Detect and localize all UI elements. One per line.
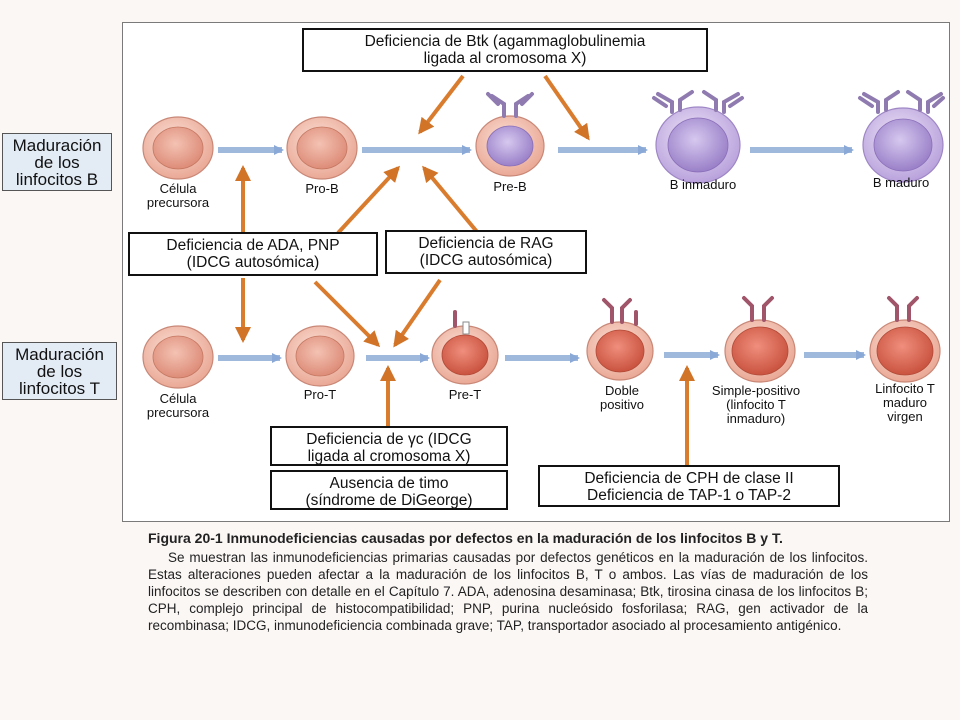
side-label-t-line2: de los xyxy=(36,362,83,381)
t-pathway-arrows xyxy=(218,350,866,363)
label-pre-b: Pre-B xyxy=(493,180,526,194)
box-rag-deficiency: Deficiencia de RAG (IDCG autosómica) xyxy=(385,230,587,274)
side-label-b-line1: Maduración xyxy=(12,136,102,155)
label-b-precursora-line1: Célula xyxy=(159,181,197,196)
label-b-precursora: Célula precursora xyxy=(147,182,209,210)
b-maduro-igm-igd-icon xyxy=(858,90,945,114)
label-b-maduro-line1: B maduro xyxy=(872,175,930,190)
label-t-precursora: Célula precursora xyxy=(147,392,209,420)
box-cph-line2: Deficiencia de TAP-1 o TAP-2 xyxy=(587,487,791,504)
figure-caption: Figura 20-1 Inmunodeficiencias causadas … xyxy=(148,530,868,634)
side-label-t-line1: Maduración xyxy=(15,345,104,364)
box-ada-line2: (IDCG autosómica) xyxy=(186,254,320,271)
caption-body: Se muestran las inmunodeficiencias prima… xyxy=(148,550,868,633)
defect-arrows xyxy=(235,74,695,465)
box-timo-line1: Ausencia de timo xyxy=(329,475,449,492)
arrow-rag-to-prot-pret xyxy=(393,278,442,348)
b-inmaduro-igm-icon xyxy=(652,90,744,114)
arrow-ada-to-prob-preb xyxy=(336,165,401,235)
side-label-t: Maduración de los linfocitos T xyxy=(2,342,117,400)
box-timo-line2: (síndrome de DiGeorge) xyxy=(305,492,473,509)
label-t-maduro-line2: maduro xyxy=(882,395,928,410)
label-pro-t-line1: Pro-T xyxy=(303,387,337,402)
side-label-b: Maduración de los linfocitos B xyxy=(2,133,112,191)
label-b-inmaduro: B inmaduro xyxy=(670,178,736,192)
label-pre-t: Pre-T xyxy=(449,388,482,402)
cell-pre-b xyxy=(475,92,545,177)
box-btk-line2: ligada al cromosoma X) xyxy=(423,50,587,67)
box-rag-line2: (IDCG autosómica) xyxy=(419,252,553,269)
cell-pre-t xyxy=(431,310,499,385)
cell-pro-b xyxy=(286,116,358,180)
cell-simple-positivo xyxy=(724,296,796,383)
box-rag-line1: Deficiencia de RAG xyxy=(418,235,554,252)
pre-b-receptor-icon xyxy=(486,92,534,118)
label-pre-b-line1: Pre-B xyxy=(493,179,527,194)
label-b-maduro: B maduro xyxy=(873,176,929,190)
box-timo-absence: Ausencia de timo (síndrome de DiGeorge) xyxy=(270,470,508,510)
label-simple-positivo: Simple-positivo (linfocito T inmaduro) xyxy=(712,384,800,426)
label-pro-t: Pro-T xyxy=(304,388,337,402)
label-doble-line1: Doble xyxy=(605,383,639,398)
box-gamma-line2: ligada al cromosoma X) xyxy=(307,448,471,465)
label-simple-line3: inmaduro) xyxy=(726,411,786,426)
caption-title: Figura 20-1 Inmunodeficiencias causadas … xyxy=(148,530,783,546)
cell-b-precursora xyxy=(142,116,214,180)
cell-doble-positivo xyxy=(586,298,654,381)
arrow-btk-to-preb-binm xyxy=(543,74,590,141)
cell-t-precursora xyxy=(142,325,214,389)
side-label-b-line2: de los xyxy=(34,153,80,172)
label-simple-line1: Simple-positivo xyxy=(711,383,801,398)
side-label-t-line3: linfocitos T xyxy=(19,379,100,398)
box-gamma-line1: Deficiencia de γc (IDCG xyxy=(306,431,472,448)
simple-positivo-tcr-icon xyxy=(742,296,774,322)
label-pro-b-line1: Pro-B xyxy=(305,181,339,196)
arrow-btk-to-prob-preb xyxy=(418,74,465,135)
label-t-maduro: Linfocito T maduro virgen xyxy=(875,382,935,424)
side-label-b-line3: linfocitos B xyxy=(15,170,99,189)
label-simple-line2: (linfocito T xyxy=(726,397,786,412)
label-pro-b: Pro-B xyxy=(305,182,338,196)
label-t-maduro-line1: Linfocito T xyxy=(875,381,935,396)
box-cph-tap-deficiency: Deficiencia de CPH de clase II Deficienc… xyxy=(538,465,840,507)
arrow-rag-to-prob-preb xyxy=(422,165,480,235)
box-cph-line1: Deficiencia de CPH de clase II xyxy=(584,470,794,487)
pre-t-alpha-chain-icon xyxy=(462,321,470,335)
label-b-precursora-line2: precursora xyxy=(146,195,210,210)
label-doble-positivo: Doble positivo xyxy=(600,384,644,412)
label-t-maduro-line3: virgen xyxy=(887,409,923,424)
label-pre-t-line1: Pre-T xyxy=(448,387,482,402)
doble-positivo-tcr-icon xyxy=(602,298,638,326)
cell-pro-t xyxy=(285,325,355,387)
t-maduro-tcr-icon xyxy=(887,296,919,322)
box-ada-pnp-deficiency: Deficiencia de ADA, PNP (IDCG autosómica… xyxy=(128,232,378,276)
box-ada-line1: Deficiencia de ADA, PNP xyxy=(166,237,340,254)
arrow-ada-to-prot-pret xyxy=(313,280,381,348)
label-doble-line2: positivo xyxy=(599,397,645,412)
label-t-precursora-line2: precursora xyxy=(146,405,210,420)
cell-t-maduro xyxy=(869,296,941,383)
box-gamma-c-deficiency: Deficiencia de γc (IDCG ligada al cromos… xyxy=(270,426,508,466)
label-b-inmaduro-line1: B inmaduro xyxy=(669,177,737,192)
box-btk-line1: Deficiencia de Btk (agammaglobulinemia xyxy=(364,33,646,50)
label-t-precursora-line1: Célula xyxy=(159,391,197,406)
box-btk-deficiency: Deficiencia de Btk (agammaglobulinemia l… xyxy=(302,28,708,72)
cell-b-inmaduro xyxy=(652,90,744,184)
cell-b-maduro xyxy=(858,90,945,183)
